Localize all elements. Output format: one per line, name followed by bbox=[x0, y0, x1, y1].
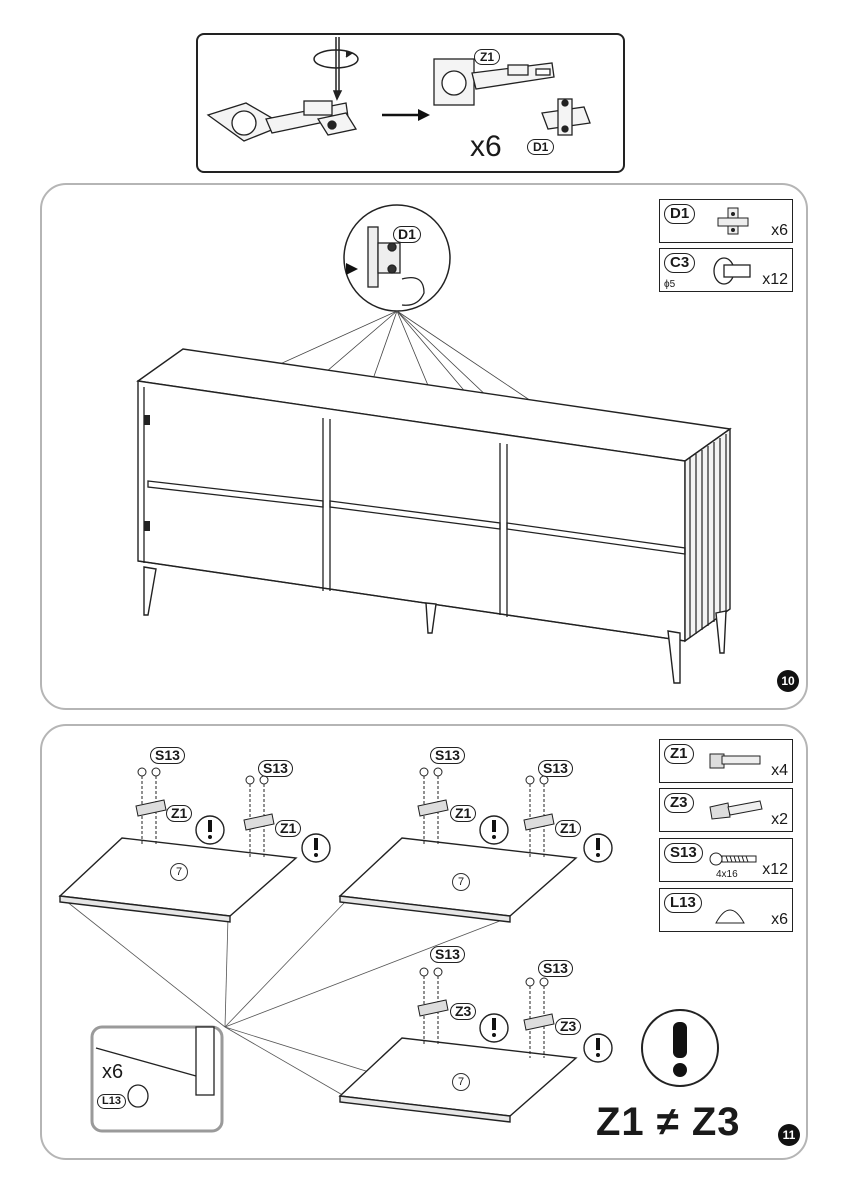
part-id: Z1 bbox=[664, 744, 694, 764]
hinge-icon bbox=[709, 800, 763, 820]
step-11-panel bbox=[40, 724, 808, 1160]
hinge-label: Z3 bbox=[450, 1003, 477, 1020]
bumper-icon bbox=[715, 909, 745, 924]
pre-assembly-box bbox=[196, 33, 625, 173]
detail-label-d1: D1 bbox=[393, 226, 421, 243]
part-spec: 4x16 bbox=[716, 869, 738, 880]
mounting-plate-d1-icon bbox=[541, 98, 591, 136]
hinge-preassembly-illustration bbox=[206, 37, 591, 142]
hinge-icon bbox=[709, 753, 761, 769]
inset-qty: x6 bbox=[102, 1061, 124, 1083]
part-id: L13 bbox=[664, 893, 702, 913]
screw-label: S13 bbox=[538, 960, 573, 977]
dowel-icon bbox=[713, 257, 751, 285]
hinge-label: Z1 bbox=[275, 820, 302, 837]
part-qty: x6 bbox=[771, 222, 788, 239]
part-qty: x4 bbox=[771, 762, 788, 779]
mounting-plate-icon bbox=[717, 207, 749, 235]
hinge-label: Z1 bbox=[166, 805, 193, 822]
direction-arrow-icon bbox=[346, 263, 358, 275]
hinge-disassembled-icon bbox=[206, 100, 358, 142]
part-qty: x6 bbox=[771, 911, 788, 928]
screw-label: S13 bbox=[538, 760, 573, 777]
part-qty: x2 bbox=[771, 811, 788, 828]
part-id: C3 bbox=[664, 253, 696, 273]
sideboard-illustration bbox=[136, 204, 732, 684]
hinge-label: Z1 bbox=[450, 805, 477, 822]
panel-number: 7 bbox=[452, 873, 470, 891]
inset-part-label: L13 bbox=[97, 1094, 126, 1109]
rotate-icon bbox=[313, 37, 359, 101]
big-warning-icon bbox=[641, 1009, 719, 1087]
part-id: S13 bbox=[664, 843, 703, 863]
hinge-set bbox=[135, 776, 167, 844]
part-id: Z3 bbox=[664, 793, 694, 813]
part-card-z3: Z3 x2 bbox=[659, 788, 793, 832]
multiplier-text: x6 bbox=[470, 130, 502, 163]
step-number-10: 10 bbox=[777, 670, 799, 692]
step-number-11: 11 bbox=[778, 1124, 800, 1146]
step-10-panel bbox=[40, 183, 808, 710]
part-id: D1 bbox=[664, 204, 696, 224]
panel-number: 7 bbox=[170, 863, 188, 881]
plate-label-d1: D1 bbox=[527, 139, 555, 155]
part-spec: ϕ5 bbox=[664, 279, 676, 290]
part-card-c3: C3 ϕ5 x12 bbox=[659, 248, 793, 292]
part-card-d1: D1 x6 bbox=[659, 199, 793, 243]
hinge-warning-text: Z1 ≠ Z3 bbox=[596, 1100, 741, 1144]
hinge-label: Z3 bbox=[555, 1018, 582, 1035]
screw-icon bbox=[709, 852, 757, 866]
arrow-right-icon bbox=[382, 109, 430, 121]
part-card-s13: S13 4x16 x12 bbox=[659, 838, 793, 882]
part-qty: x12 bbox=[762, 861, 788, 878]
screw-label: S13 bbox=[150, 747, 185, 764]
part-card-z1: Z1 x4 bbox=[659, 739, 793, 783]
screw-label: S13 bbox=[430, 747, 465, 764]
screw-label: S13 bbox=[430, 946, 465, 963]
hinge-label-z1: Z1 bbox=[474, 49, 501, 65]
panel-number: 7 bbox=[452, 1073, 470, 1091]
part-qty: x12 bbox=[762, 271, 788, 288]
hinge-label: Z1 bbox=[555, 820, 582, 837]
hinge-z1-icon bbox=[433, 58, 555, 106]
part-card-l13: L13 x6 bbox=[659, 888, 793, 932]
screw-label: S13 bbox=[258, 760, 293, 777]
